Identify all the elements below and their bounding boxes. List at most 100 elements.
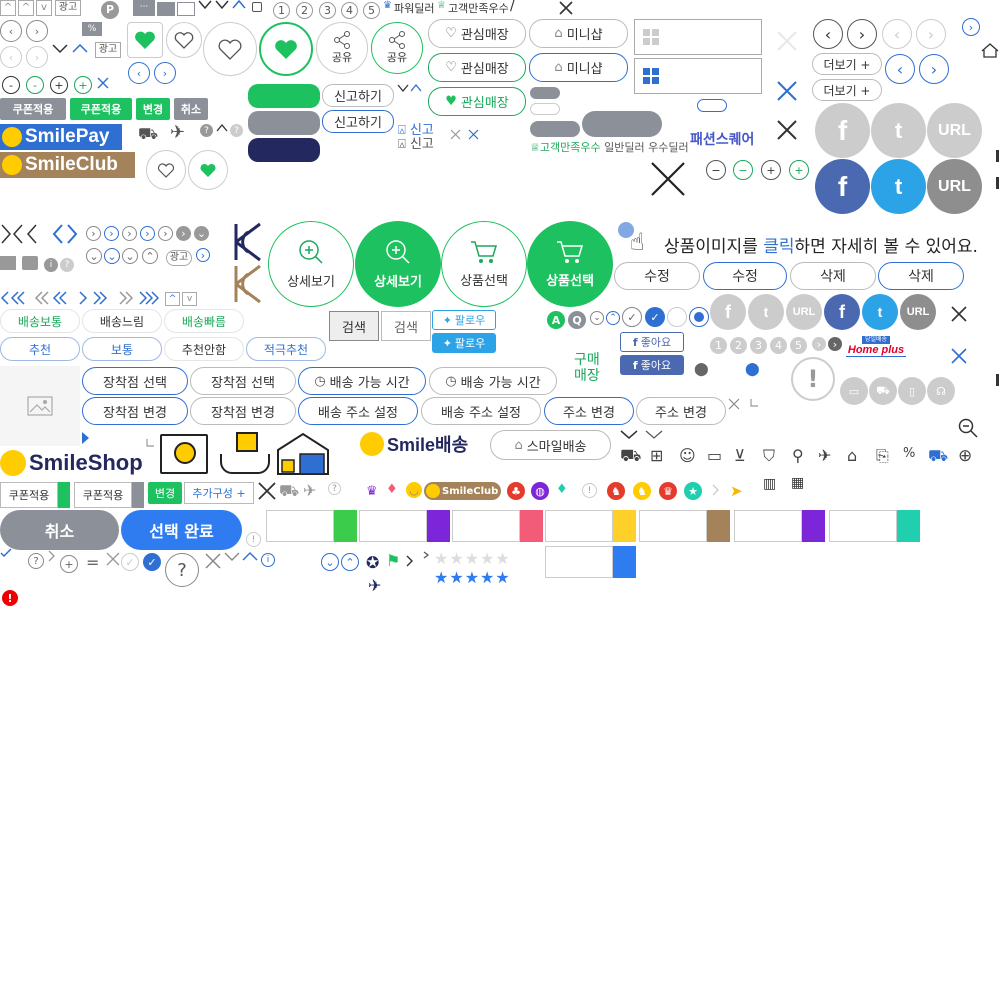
gray-bar-button[interactable] bbox=[248, 111, 320, 135]
plus-button[interactable]: + bbox=[789, 160, 809, 180]
page-number[interactable]: 1 bbox=[273, 2, 290, 19]
down-small-circle-button[interactable]: ⌄ bbox=[590, 311, 604, 325]
heart-outline-button[interactable] bbox=[146, 150, 186, 190]
address-setting-button-gray[interactable]: 배송 주소 설정 bbox=[421, 397, 541, 425]
next-circle-button[interactable]: › bbox=[847, 19, 877, 49]
close-icon[interactable] bbox=[950, 347, 968, 365]
change-tag[interactable]: 변경 bbox=[148, 482, 182, 504]
prev-circle-button[interactable]: ‹ bbox=[885, 54, 915, 84]
close-icon[interactable] bbox=[950, 305, 968, 323]
gray-pill-outline[interactable] bbox=[530, 103, 560, 115]
page-number-filled[interactable]: 3 bbox=[750, 337, 767, 354]
check-circle-button-checked[interactable]: ✓ bbox=[645, 307, 665, 327]
heart-filled-button[interactable] bbox=[188, 150, 228, 190]
delete-button-active[interactable]: 삭제 bbox=[878, 262, 964, 290]
next-circle-button[interactable]: › bbox=[919, 54, 949, 84]
radio-button[interactable] bbox=[667, 307, 687, 327]
more-button[interactable]: 더보기 + bbox=[812, 79, 882, 101]
twitter-share-button[interactable]: t bbox=[871, 103, 926, 158]
like-shop-button[interactable]: ♡관심매장 bbox=[428, 19, 526, 48]
not-recommend-option[interactable]: 추천안함 bbox=[164, 337, 244, 361]
delivery-speed-normal[interactable]: 배송보통 bbox=[0, 309, 80, 333]
report-link-gray[interactable]: ⍓ 신고 bbox=[398, 133, 434, 152]
down-small-circle-button[interactable]: ⌄ bbox=[194, 226, 209, 241]
page-number-filled[interactable]: 5 bbox=[790, 337, 807, 354]
select-done-button[interactable]: 선택 완료 bbox=[121, 510, 242, 550]
next-small-circle-button[interactable]: › bbox=[196, 248, 210, 262]
check-circle-button-checked[interactable]: ✓ bbox=[143, 553, 161, 571]
prev-circle-button[interactable]: ‹ bbox=[882, 19, 912, 49]
coupon-apply-button-gray[interactable]: 쿠폰적용 bbox=[74, 482, 132, 508]
down-small-circle-button[interactable]: ⌄ bbox=[122, 248, 138, 264]
minus-button[interactable]: − bbox=[706, 160, 726, 180]
url-share-button[interactable]: URL bbox=[900, 294, 936, 330]
home-icon[interactable] bbox=[980, 42, 1000, 58]
plus-button[interactable]: + bbox=[74, 76, 92, 94]
close-icon[interactable] bbox=[728, 398, 740, 410]
page-number[interactable]: 2 bbox=[296, 2, 313, 19]
page-number[interactable]: 5 bbox=[363, 2, 380, 19]
address-change-button[interactable]: 주소 변경 bbox=[544, 397, 634, 425]
twitter-share-button[interactable]: t bbox=[862, 294, 898, 330]
search-button[interactable]: 검색 bbox=[381, 311, 431, 341]
next-circle-button[interactable]: › bbox=[916, 19, 946, 49]
heart-filled-button[interactable] bbox=[127, 22, 163, 58]
edit-button[interactable]: 수정 bbox=[614, 262, 700, 290]
next-small-circle-button[interactable]: › bbox=[962, 18, 980, 36]
select-product-button[interactable]: 상품선택 bbox=[441, 221, 527, 307]
chevron-down-button[interactable]: v bbox=[36, 0, 52, 16]
up-small-circle-button[interactable]: ⌃ bbox=[606, 311, 620, 325]
color-swatch[interactable] bbox=[613, 510, 636, 542]
report-link-blue[interactable]: ⍓ 신고 bbox=[398, 119, 434, 138]
gray-pill-small[interactable] bbox=[530, 87, 560, 99]
minus-button[interactable]: - bbox=[26, 76, 44, 94]
share-button-green[interactable]: 공유 bbox=[371, 22, 423, 74]
color-option-box[interactable] bbox=[359, 510, 427, 542]
scroll-up-button[interactable]: ^ bbox=[165, 292, 180, 306]
down-small-circle-button[interactable]: ⌄ bbox=[86, 248, 102, 264]
next-small-circle-button[interactable]: › bbox=[104, 226, 119, 241]
heart-outline-large-button[interactable] bbox=[203, 22, 257, 76]
detail-view-button[interactable]: 상세보기 bbox=[268, 221, 354, 307]
down-small-circle-button[interactable]: ⌄ bbox=[104, 248, 120, 264]
help-icon[interactable]: ? bbox=[60, 258, 74, 272]
change-store-button-gray[interactable]: 장착점 변경 bbox=[190, 397, 296, 425]
prev-circle-button[interactable]: ‹ bbox=[0, 20, 22, 42]
url-share-button[interactable]: URL bbox=[786, 294, 822, 330]
address-setting-button[interactable]: 배송 주소 설정 bbox=[298, 397, 418, 425]
cancel-tag[interactable]: 취소 bbox=[174, 98, 208, 120]
next-small-circle-button[interactable]: › bbox=[812, 337, 826, 351]
color-option-box[interactable] bbox=[452, 510, 520, 542]
check-circle-button[interactable]: ✓ bbox=[622, 307, 642, 327]
navy-bar-button[interactable] bbox=[248, 138, 320, 162]
color-option-box[interactable] bbox=[545, 546, 613, 578]
plus-button[interactable]: + bbox=[761, 160, 781, 180]
gray-pill-medium[interactable] bbox=[530, 121, 580, 137]
scroll-down-button[interactable]: v bbox=[182, 292, 197, 306]
up-small-circle-button[interactable]: ⌃ bbox=[341, 553, 359, 571]
url-share-button[interactable]: URL bbox=[927, 103, 982, 158]
add-option-button[interactable]: 추가구성 + bbox=[184, 482, 254, 504]
minishop-button-active[interactable]: ⌂미니샵 bbox=[529, 53, 628, 82]
help-icon[interactable]: ? bbox=[200, 124, 213, 137]
gray-pill-large[interactable] bbox=[582, 111, 662, 137]
radio-button-selected[interactable] bbox=[689, 307, 709, 327]
color-swatch[interactable] bbox=[707, 510, 730, 542]
close-icon[interactable] bbox=[204, 552, 222, 570]
facebook-share-button[interactable]: f bbox=[710, 294, 746, 330]
close-icon[interactable] bbox=[96, 76, 110, 90]
heart-outline-button[interactable] bbox=[166, 22, 202, 58]
prev-circle-button[interactable]: ‹ bbox=[128, 62, 150, 84]
strongly-recommend-option[interactable]: 적극추천 bbox=[246, 337, 326, 361]
close-icon[interactable] bbox=[558, 0, 574, 16]
normal-option[interactable]: 보통 bbox=[82, 337, 162, 361]
up-arrow-button[interactable]: ^ bbox=[0, 0, 16, 16]
url-share-button[interactable]: URL bbox=[927, 159, 982, 214]
select-store-button-gray[interactable]: 장착점 선택 bbox=[190, 367, 296, 395]
help-icon[interactable]: ? bbox=[230, 124, 243, 137]
delivery-time-button[interactable]: ◷배송 가능 시간 bbox=[298, 367, 426, 395]
minus-button[interactable]: − bbox=[733, 160, 753, 180]
next-small-circle-button[interactable]: › bbox=[828, 337, 842, 351]
twitter-share-button[interactable]: t bbox=[871, 159, 926, 214]
search-button-active[interactable]: 검색 bbox=[329, 311, 379, 341]
